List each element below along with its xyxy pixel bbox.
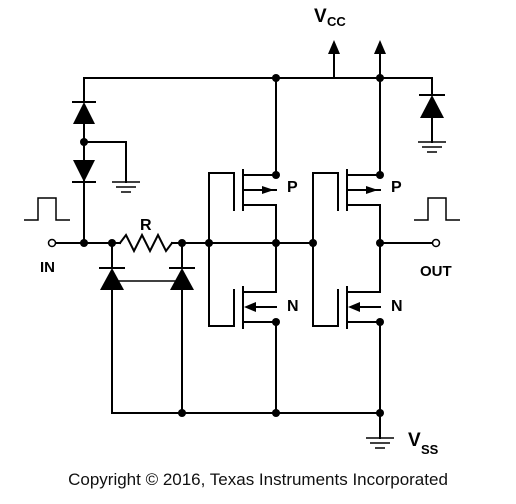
input-protection-diodes (72, 77, 140, 244)
vcc-label-sub: CC (327, 14, 346, 29)
resistor-label: R (140, 217, 152, 234)
input-label: IN (40, 259, 55, 276)
secondary-protection-diodes (99, 242, 195, 414)
copyright-notice: Copyright © 2016, Texas Instruments Inco… (68, 470, 448, 489)
series-resistor (118, 232, 174, 254)
nmos-1-label: N (287, 298, 299, 315)
pmos-2-label: P (391, 179, 402, 196)
vcc-label-main: V (314, 6, 327, 27)
nmos-2-label: N (391, 298, 403, 315)
vss-label-main: V (408, 430, 421, 451)
input-terminal (47, 238, 57, 248)
output-label: OUT (420, 263, 452, 280)
vcc-rail (83, 40, 433, 79)
vcc-clamp-diode (418, 77, 446, 153)
input-pulse-icon (24, 197, 70, 221)
output-pulse-icon (414, 197, 460, 221)
output-terminal (431, 238, 441, 248)
pmos-1-label: P (287, 179, 298, 196)
cmos-buffer-schematic: V CC IN R (24, 6, 460, 457)
vss-label-sub: SS (421, 442, 439, 457)
inverter-stage-2 (312, 77, 381, 414)
inverter-stage-1 (208, 77, 277, 414)
vss-rail (111, 412, 394, 449)
